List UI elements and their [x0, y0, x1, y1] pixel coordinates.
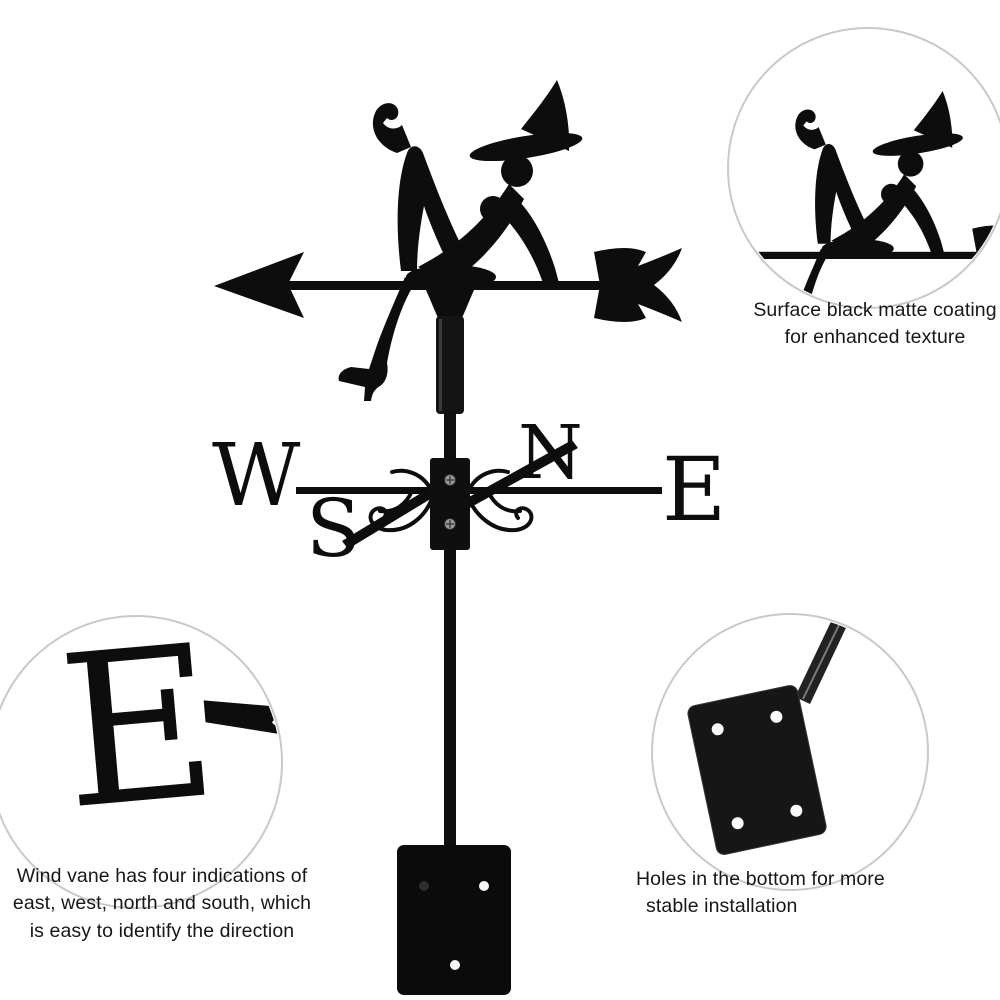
vane-gusset	[426, 290, 474, 318]
direction-bar	[296, 487, 662, 494]
callout-content-directions: E	[51, 599, 280, 856]
annotation-line: east, west, north and south, which	[12, 892, 312, 915]
hub-screws	[444, 474, 456, 530]
annotation-holes: Holes in the bottom for more stable inst…	[636, 866, 936, 921]
annotation-line: Wind vane has four indications of	[16, 865, 308, 887]
vane-rod-lower	[444, 548, 456, 848]
letter-north: N	[518, 410, 583, 496]
letter-arm	[203, 700, 280, 736]
mount-plate	[687, 685, 827, 855]
letter-east: E	[662, 438, 726, 541]
annotation-line: for enhanced texture	[784, 326, 966, 349]
letter-south: S	[306, 482, 361, 575]
annotation-line: Holes in the bottom for more	[636, 868, 885, 890]
vane-tube	[436, 316, 464, 414]
scroll-ornaments	[368, 468, 534, 533]
direction-cross: W E N S	[212, 410, 726, 575]
annotation-directions: Wind vane has four indications of east, …	[0, 863, 324, 945]
vane-hub	[430, 458, 470, 550]
mount-hole	[790, 804, 803, 817]
callout-circle-holes	[651, 613, 929, 891]
base-hole	[450, 960, 460, 970]
mount-hole	[770, 710, 783, 723]
annotation-line: is easy to identify the direction	[29, 919, 295, 942]
annotation-line: stable installation	[646, 895, 798, 918]
base-hole	[479, 881, 489, 891]
annotation-coating: Surface black matte coating for enhanced…	[740, 297, 1000, 352]
mount-hole	[711, 723, 724, 736]
vane-rod-upper	[444, 410, 456, 462]
callout-content-holes	[687, 616, 862, 855]
callout-circle-directions	[0, 615, 283, 909]
mount-hole	[731, 817, 744, 830]
annotation-line: Surface black matte coating	[753, 299, 997, 321]
letter-west: W	[212, 426, 301, 526]
base-hole	[419, 881, 429, 891]
letter-east-zoom: E	[51, 599, 225, 856]
base-plate	[397, 845, 511, 995]
south-arm	[342, 484, 442, 549]
callout-circle-coating	[727, 27, 1000, 309]
